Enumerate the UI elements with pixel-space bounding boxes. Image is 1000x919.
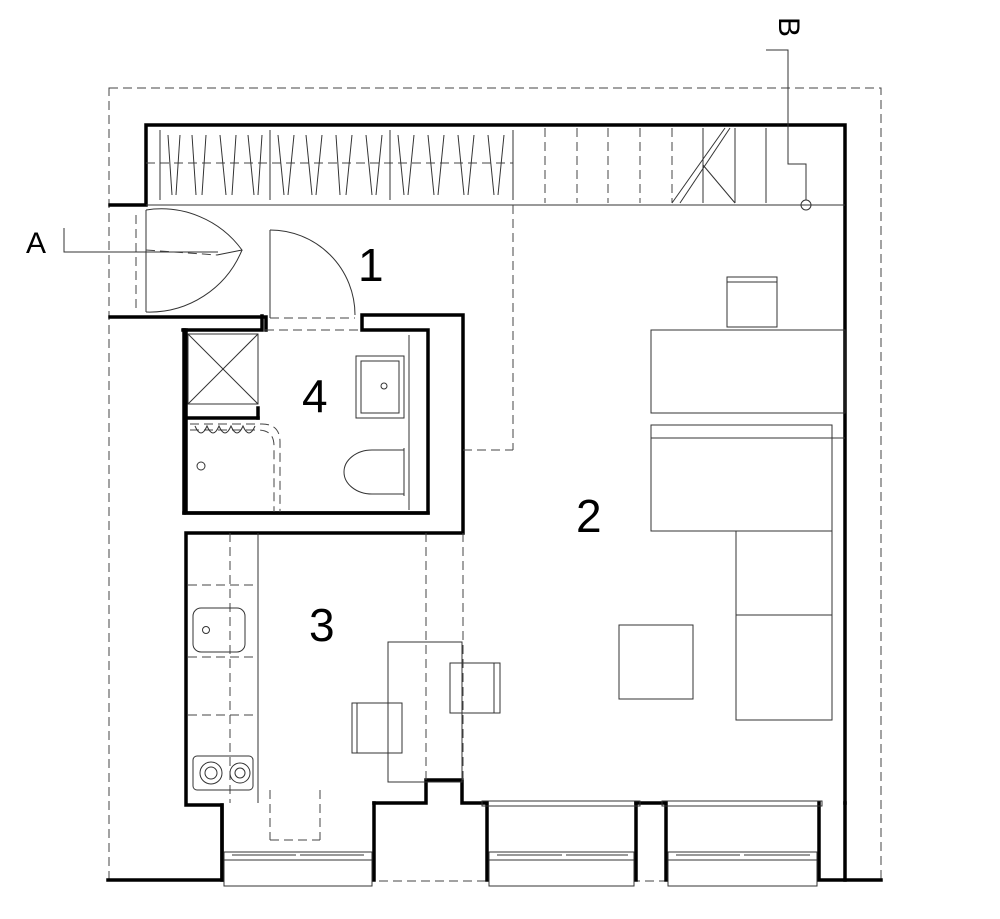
shower-tray xyxy=(190,423,281,512)
kitchen-sink xyxy=(192,607,246,653)
desk xyxy=(650,329,846,414)
kitchen xyxy=(188,533,427,803)
walls xyxy=(106,123,883,882)
section-label-a: A xyxy=(26,227,46,260)
window-middle xyxy=(481,800,641,887)
roof-outline xyxy=(108,87,882,882)
stair-steps xyxy=(544,127,767,204)
window-left xyxy=(223,790,373,887)
section-label-b: B xyxy=(772,17,805,37)
dining-chair xyxy=(449,662,501,714)
entrance-door xyxy=(135,208,243,313)
room-label-4: 4 xyxy=(302,370,328,422)
room-label-1: 1 xyxy=(358,239,384,291)
room-label-3: 3 xyxy=(309,599,335,651)
dining-table xyxy=(351,641,501,783)
washing-machine xyxy=(187,333,259,405)
bathroom-sink xyxy=(355,355,405,419)
coffee-table xyxy=(618,624,694,700)
toilet xyxy=(343,449,405,495)
cooktop xyxy=(192,755,254,791)
bathroom-door xyxy=(265,229,360,331)
room-label-2: 2 xyxy=(576,490,602,542)
sofa xyxy=(650,424,845,721)
window-right xyxy=(661,800,823,887)
desk-chair xyxy=(726,276,778,328)
bathroom xyxy=(187,333,410,512)
windows xyxy=(223,790,823,887)
storage-wardrobe xyxy=(146,130,845,206)
living-room xyxy=(618,276,846,721)
dining-chair xyxy=(351,702,403,754)
section-marker-a: A xyxy=(26,227,218,260)
section-marker-b: B xyxy=(766,17,812,211)
